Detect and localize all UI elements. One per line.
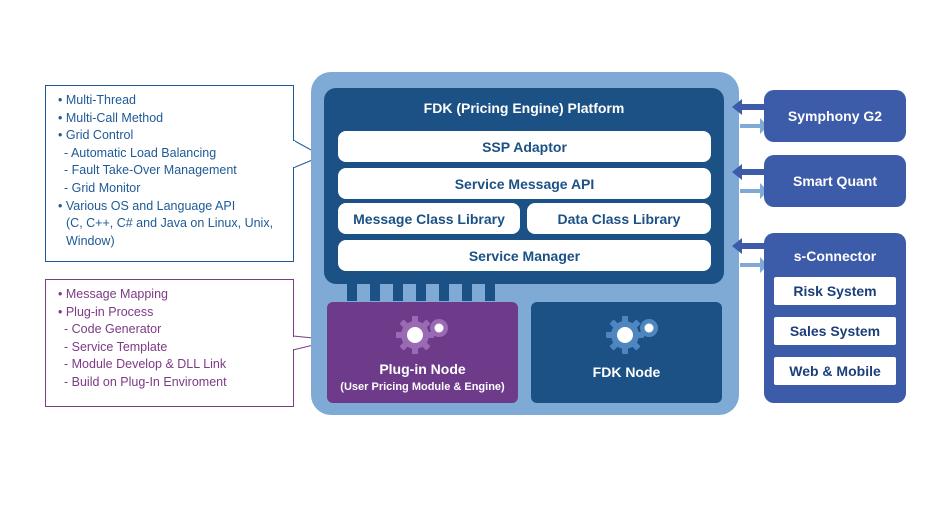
data-class-library: Data Class Library [527, 203, 711, 234]
arrow-right-icon [740, 118, 768, 134]
callout-line: - Service Template [64, 339, 168, 354]
connector-pin [416, 283, 426, 301]
callout-line: - Grid Monitor [64, 180, 141, 195]
callout-line: • Message Mapping [58, 287, 168, 301]
fdk-node-title: FDK Node [592, 364, 661, 380]
smart-quant-box: Smart Quant [764, 155, 906, 207]
connector-pin [439, 283, 449, 301]
arrow-left-icon [732, 99, 768, 115]
message-class-library: Message Class Library [338, 203, 520, 234]
arrow-right-icon [740, 257, 768, 273]
arrow-left-icon [732, 164, 768, 180]
service-message-api: Service Message API [338, 168, 711, 199]
callout-line: • Multi-Call Method [58, 110, 164, 125]
s-connector-title: s-Connector [793, 248, 877, 264]
gear-icon [606, 316, 658, 354]
callout-line: - Automatic Load Balancing [64, 145, 217, 160]
ssp-adaptor: SSP Adaptor [338, 131, 711, 162]
symphony-g2-box: Symphony G2 [764, 90, 906, 142]
arrow-left-icon [732, 238, 768, 254]
plugin-node-subtitle: (User Pricing Module & Engine) [340, 381, 505, 393]
connector-pin [485, 283, 495, 301]
callout-line: - Build on Plug-In Enviroment [64, 374, 227, 389]
plugin-node-title: Plug-in Node [379, 361, 466, 377]
connector-pin [370, 283, 380, 301]
smart-quant-arrows [732, 164, 768, 199]
plugin-features-callout: • Message Mapping • Plug-in Process - Code… [45, 279, 294, 407]
callout-line: (C, C++, C# and Java on Linux, Unix, [66, 216, 274, 231]
callout-line: • Grid Control [58, 128, 134, 143]
callout-line: - Module Develop & DLL Link [64, 357, 227, 372]
connector-pin [347, 283, 357, 301]
s-connector-arrows [732, 238, 768, 273]
platform-title: FDK (Pricing Engine) Platform [423, 100, 625, 116]
callout-line: - Fault Take-Over Management [64, 163, 237, 178]
callout-line: - Code Generator [64, 322, 162, 337]
symphony-arrows [732, 99, 768, 134]
fdk-node: FDK Node [531, 302, 722, 403]
pointer-seam [292, 337, 295, 349]
arrow-right-icon [740, 183, 768, 199]
callout-line: • Multi-Thread [58, 93, 137, 107]
sales-system: Sales System [774, 317, 896, 345]
pointer-seam [292, 141, 295, 167]
callout-line: • Various OS and Language API [58, 198, 236, 213]
capabilities-callout: • Multi-Thread • Multi-Call Method • Grid … [45, 85, 294, 262]
connector-pin [462, 283, 472, 301]
connection-arrows [732, 99, 768, 273]
gear-icon [396, 316, 448, 354]
callout-line: • Plug-in Process [58, 304, 154, 319]
connector-pin [393, 283, 403, 301]
service-manager: Service Manager [338, 240, 711, 271]
callout-line: Window) [66, 233, 115, 248]
plugin-node: Plug-in Node (User Pricing Module & Engi… [327, 302, 518, 403]
web-mobile: Web & Mobile [774, 357, 896, 385]
risk-system: Risk System [774, 277, 896, 305]
